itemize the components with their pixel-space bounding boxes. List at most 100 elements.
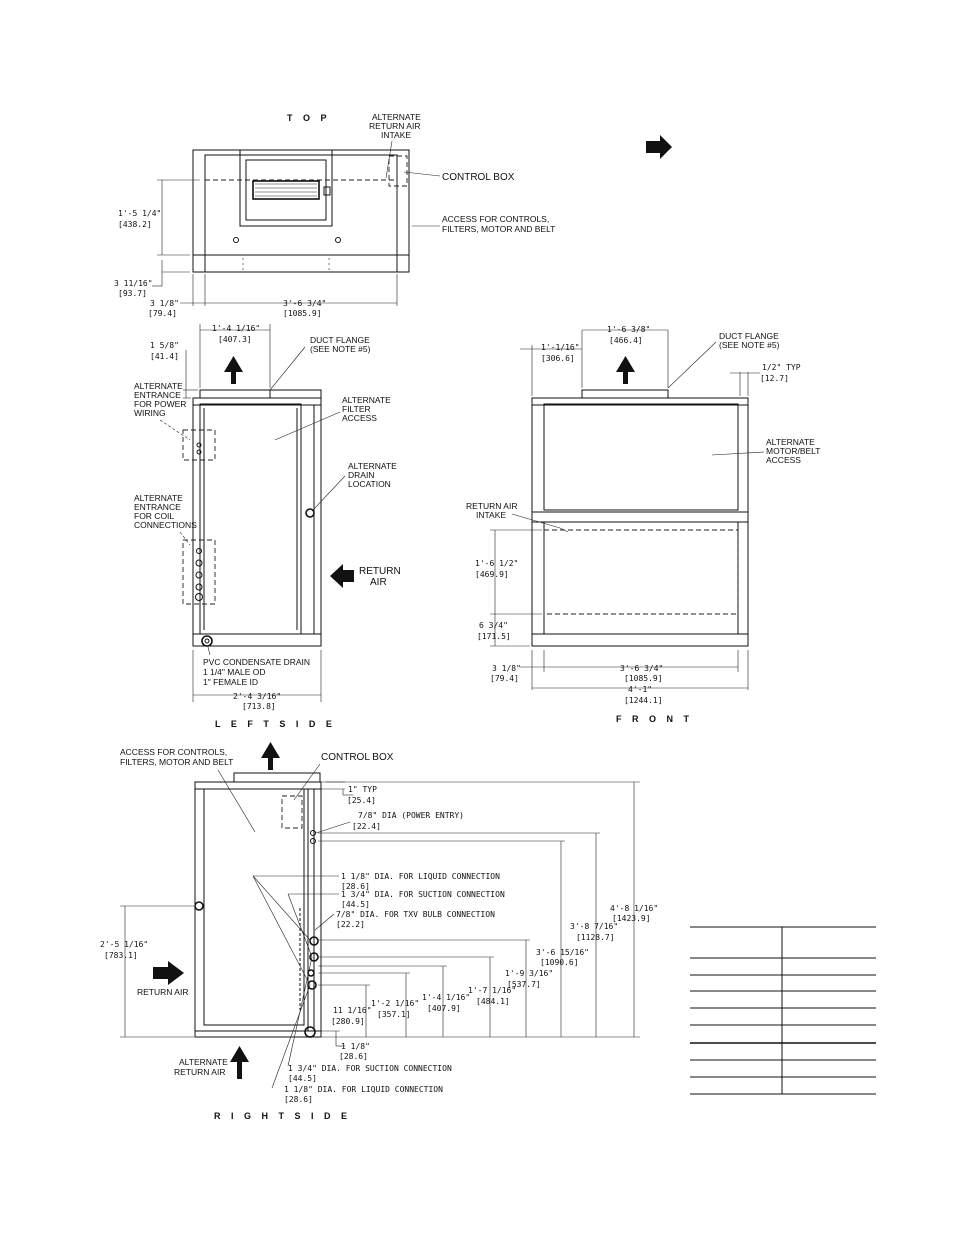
label-txv-conn-mm: [22.2] xyxy=(336,920,365,929)
right-control-box xyxy=(281,795,303,829)
right-alt-return-arrow-icon xyxy=(230,1046,249,1079)
right-drain-icon xyxy=(304,1026,316,1038)
dim-h8: 4'-8 1/16" xyxy=(610,904,658,913)
label-liquid-conn-mm: [28.6] xyxy=(341,882,370,891)
top-view: T O P ALTERNATE RETURN AIR INTAKE CONTRO… xyxy=(114,112,672,318)
dim-right-left-h: 2'-5 1/16" xyxy=(100,940,148,949)
label-right-control-box: CONTROL BOX xyxy=(321,752,394,763)
label-alt-motor-2: MOTOR/BELT xyxy=(766,446,820,456)
blower-icon xyxy=(252,180,320,200)
top-view-title: T O P xyxy=(287,113,331,123)
dim-front-typ-mm: [12.7] xyxy=(760,374,789,383)
label-alt-power-3: FOR POWER xyxy=(134,399,186,409)
label-alt-motor: ALTERNATE xyxy=(766,437,815,447)
label-alt-power-4: WIRING xyxy=(134,408,166,418)
label-power-entry: 7/8" DIA (POWER ENTRY) xyxy=(358,811,464,820)
dim-top-depth: 1'-5 1/4" xyxy=(118,209,161,218)
label-alt-drain: ALTERNATE xyxy=(348,461,397,471)
label-alt-motor-3: ACCESS xyxy=(766,455,801,465)
right-side-title: R I G H T S I D E xyxy=(214,1111,351,1121)
label-alt-return-right-2: RETURN AIR xyxy=(174,1067,225,1077)
left-drain-icon xyxy=(201,635,213,647)
dim-right-bottom-mm: [28.6] xyxy=(339,1052,368,1061)
label-alt-return-2: RETURN AIR xyxy=(369,121,420,131)
dim-left-width-mm: [713.8] xyxy=(242,702,276,711)
dim-left-width: 2'-4 3/16" xyxy=(233,692,281,701)
dim-h3-mm: [407.9] xyxy=(427,1004,461,1013)
dim-h7: 3'-8 7/16" xyxy=(570,922,618,931)
label-duct-flange-2: (SEE NOTE #5) xyxy=(310,344,371,354)
dim-front-bottom: 6 3/4" xyxy=(479,621,508,630)
label-right-access-2: FILTERS, MOTOR AND BELT xyxy=(120,757,233,767)
right-supply-arrow-icon xyxy=(261,742,280,770)
dim-front-flange: 1'-6 3/8" xyxy=(607,325,650,334)
dim-top-depth-mm: [438.2] xyxy=(118,220,152,229)
label-alt-return-right: ALTERNATE xyxy=(179,1057,228,1067)
label-alt-return: ALTERNATE xyxy=(372,112,421,122)
label-pvc-drain: PVC CONDENSATE DRAIN xyxy=(203,657,310,667)
label-right-access: ACCESS FOR CONTROLS, xyxy=(120,747,227,757)
dim-top-side-mm: [79.4] xyxy=(148,309,177,318)
dim-front-side-mm: [79.4] xyxy=(490,674,519,683)
dim-top-edge-mm: [93.7] xyxy=(118,289,147,298)
label-return-intake: RETURN AIR xyxy=(466,501,517,511)
label-alt-filter-3: ACCESS xyxy=(342,413,377,423)
label-suction-conn-mm: [44.5] xyxy=(341,900,370,909)
dim-right-bottom: 1 1/8" xyxy=(341,1042,370,1051)
label-alt-coil-3: FOR COIL xyxy=(134,511,174,521)
airflow-arrow-icon xyxy=(646,135,672,159)
label-alt-drain-3: LOCATION xyxy=(348,479,391,489)
dim-h6: 3'-6 15/16" xyxy=(536,948,589,957)
label-pvc-drain-3: 1" FEMALE ID xyxy=(203,677,258,687)
dim-front-inner: 3'-6 3/4" xyxy=(620,664,663,673)
front-return-intake xyxy=(543,529,739,615)
left-coil-entry xyxy=(182,539,216,605)
top-inner xyxy=(204,154,398,273)
front-view: DUCT FLANGE (SEE NOTE #5) ALTERNATE MOTO… xyxy=(466,325,820,724)
label-duct-flange: DUCT FLANGE xyxy=(310,335,370,345)
dim-h4: 1'-7 1/16" xyxy=(468,986,516,995)
dim-right-typ: 1" TYP xyxy=(348,785,377,794)
dim-h3: 1'-4 1/16" xyxy=(422,993,470,1002)
label-right-return: RETURN AIR xyxy=(137,987,188,997)
dim-front-offset-mm: [306.6] xyxy=(541,354,575,363)
dim-front-typ: 1/2" TYP xyxy=(762,363,801,372)
left-power-entry xyxy=(182,429,216,461)
dim-front-overall: 4'-1" xyxy=(628,685,652,694)
label-access-2: FILTERS, MOTOR AND BELT xyxy=(442,224,555,234)
label-access: ACCESS FOR CONTROLS, xyxy=(442,214,549,224)
dim-left-flange-h-mm: [41.4] xyxy=(150,352,179,361)
label-liquid-conn: 1 1/8" DIA. FOR LIQUID CONNECTION xyxy=(341,872,500,881)
label-alt-return-3: INTAKE xyxy=(381,130,411,140)
label-alt-coil-2: ENTRANCE xyxy=(134,502,181,512)
label-return-intake-2: INTAKE xyxy=(476,510,506,520)
right-side-view: ACCESS FOR CONTROLS, FILTERS, MOTOR AND … xyxy=(100,742,658,1121)
top-outer xyxy=(192,149,410,273)
dim-front-overall-mm: [1244.1] xyxy=(624,696,663,705)
dim-front-side: 3 1/8" xyxy=(492,664,521,673)
dim-top-width: 3'-6 3/4" xyxy=(283,299,326,308)
dim-top-width-mm: [1085.9] xyxy=(283,309,322,318)
left-side-view: ALTERNATE ENTRANCE FOR POWER WIRING ALTE… xyxy=(134,324,401,729)
label-front-duct-flange-2: (SEE NOTE #5) xyxy=(719,340,780,350)
top-control-box xyxy=(388,155,408,187)
dim-front-intake-mm: [469.9] xyxy=(475,570,509,579)
left-return-arrow-icon xyxy=(330,564,354,588)
label-return-air: RETURN xyxy=(359,566,401,577)
blank-table xyxy=(690,926,876,1095)
dim-h7-mm: [1128.7] xyxy=(576,933,615,942)
dim-h5: 1'-9 3/16" xyxy=(505,969,553,978)
dim-front-intake: 1'-6 1/2" xyxy=(475,559,518,568)
label-control-box: CONTROL BOX xyxy=(442,172,515,183)
label-suction-low: 1 3/4" DIA. FOR SUCTION CONNECTION xyxy=(288,1064,452,1073)
dim-h2-mm: [357.1] xyxy=(377,1010,411,1019)
dim-h5-mm: [537.7] xyxy=(507,980,541,989)
label-alt-power: ALTERNATE xyxy=(134,381,183,391)
dim-top-edge: 3 11/16" xyxy=(114,279,153,288)
label-power-entry-mm: [22.4] xyxy=(352,822,381,831)
dim-front-bottom-mm: [171.5] xyxy=(477,632,511,641)
dim-left-flange-h: 1 5/8" xyxy=(150,341,179,350)
left-supply-arrow-icon xyxy=(224,356,243,384)
label-suction-conn: 1 3/4" DIA. FOR SUCTION CONNECTION xyxy=(341,890,505,899)
